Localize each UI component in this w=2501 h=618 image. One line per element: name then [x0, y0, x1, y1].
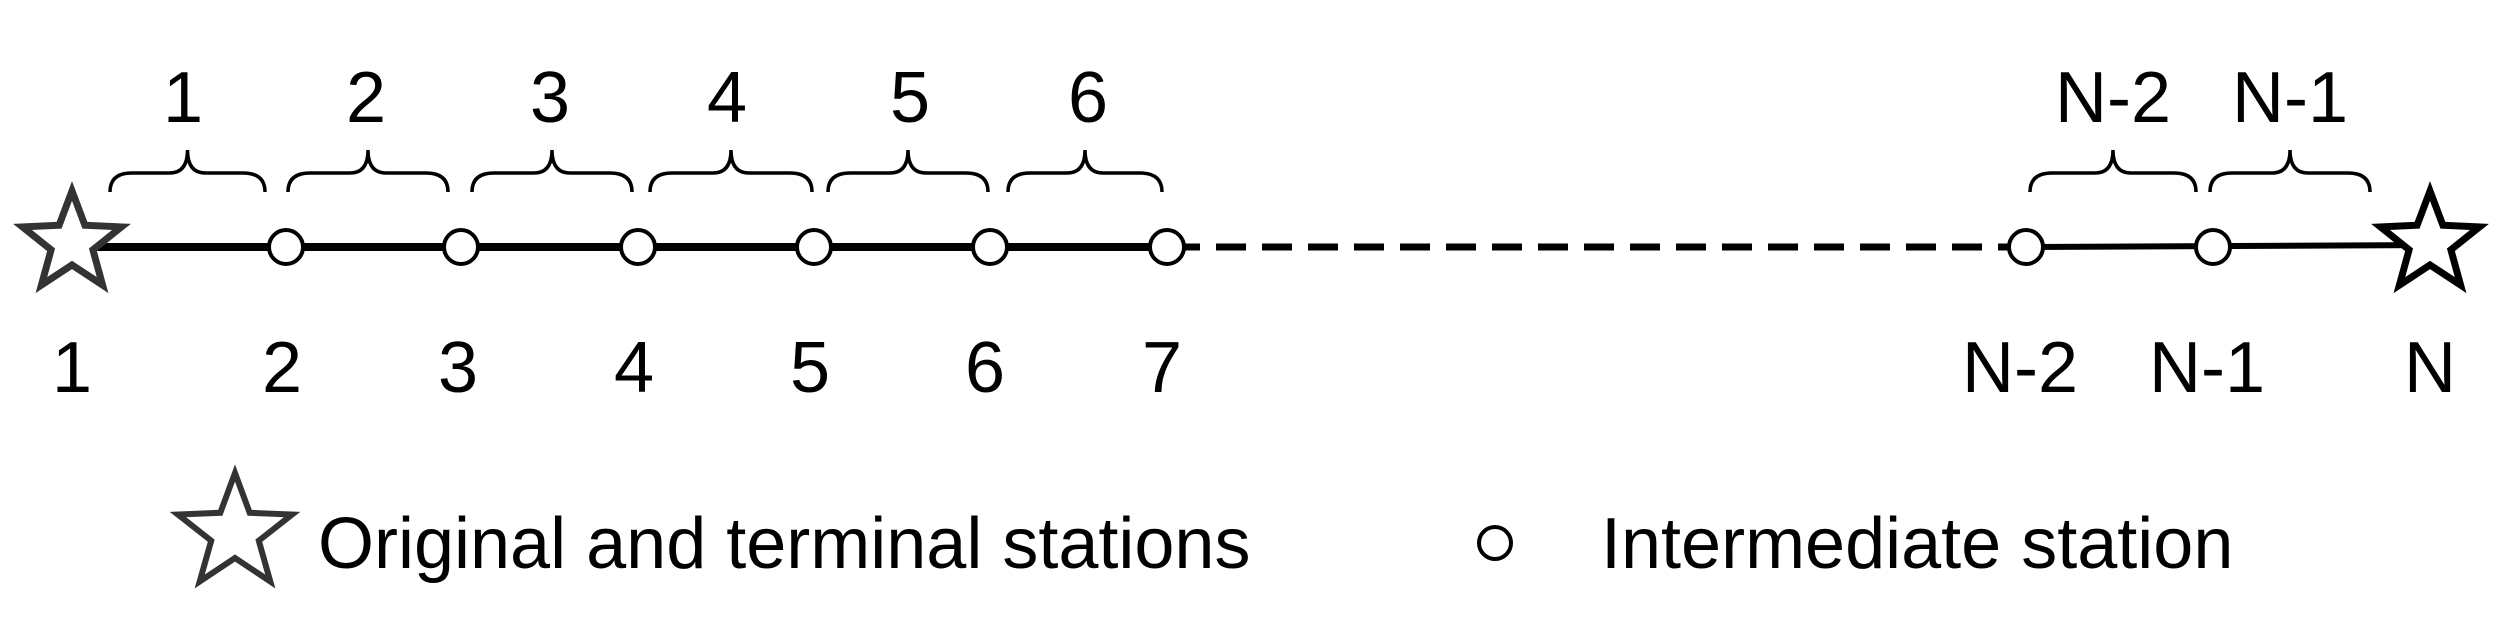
intermediate-station-marker	[2007, 228, 2045, 266]
station-label: 5	[790, 328, 830, 408]
intermediate-station-marker	[267, 228, 305, 266]
segment-label: 4	[707, 58, 747, 138]
station-label: 6	[965, 328, 1005, 408]
segment-label: 5	[890, 58, 930, 138]
intermediate-station-marker	[619, 228, 657, 266]
segment-brace	[826, 149, 990, 193]
station-label: 1	[52, 328, 92, 408]
segment-brace	[1006, 149, 1164, 193]
intermediate-station-marker	[2194, 228, 2232, 266]
station-labels: 1 2 3 4 5 6 7 N-2 N-1 N	[52, 328, 2456, 408]
segment-label: N-1	[2232, 58, 2348, 138]
terminal-station-star-icon	[2371, 181, 2489, 294]
station-label: 7	[1142, 328, 1182, 408]
station-label: 3	[438, 328, 478, 408]
segment-brace	[2028, 149, 2198, 193]
legend-terminal-label: Original and terminal stations	[318, 504, 1250, 584]
segment-label: N-2	[2055, 58, 2171, 138]
station-label: N-2	[1962, 328, 2078, 408]
segment-labels: 1 2 3 4 5 6 N-2 N-1	[163, 58, 2348, 138]
intermediate-station-marker	[442, 228, 480, 266]
station-label: N-1	[2149, 328, 2265, 408]
segment-brace	[2208, 149, 2372, 193]
intermediate-station-marker	[1148, 228, 1186, 266]
segment-braces	[108, 149, 2372, 193]
circle-icon	[1477, 525, 1513, 561]
station-markers	[13, 181, 2489, 294]
segment-brace	[108, 149, 267, 193]
segment-brace	[648, 149, 814, 193]
legend: Original and terminal stations Intermedi…	[169, 464, 2233, 589]
segment-label: 3	[530, 58, 570, 138]
star-icon	[169, 464, 301, 589]
segment-label: 2	[346, 58, 386, 138]
segment-label: 6	[1068, 58, 1108, 138]
station-label: 4	[614, 328, 654, 408]
intermediate-station-marker	[971, 228, 1009, 266]
legend-intermediate-label: Intermediate station	[1601, 504, 2233, 584]
intermediate-station-marker	[795, 228, 833, 266]
station-label: 2	[262, 328, 302, 408]
segment-label: 1	[163, 58, 203, 138]
origin-station-star-icon	[13, 181, 131, 294]
segment-brace	[286, 149, 450, 193]
station-label: N	[2404, 328, 2456, 408]
segment-brace	[470, 149, 634, 193]
